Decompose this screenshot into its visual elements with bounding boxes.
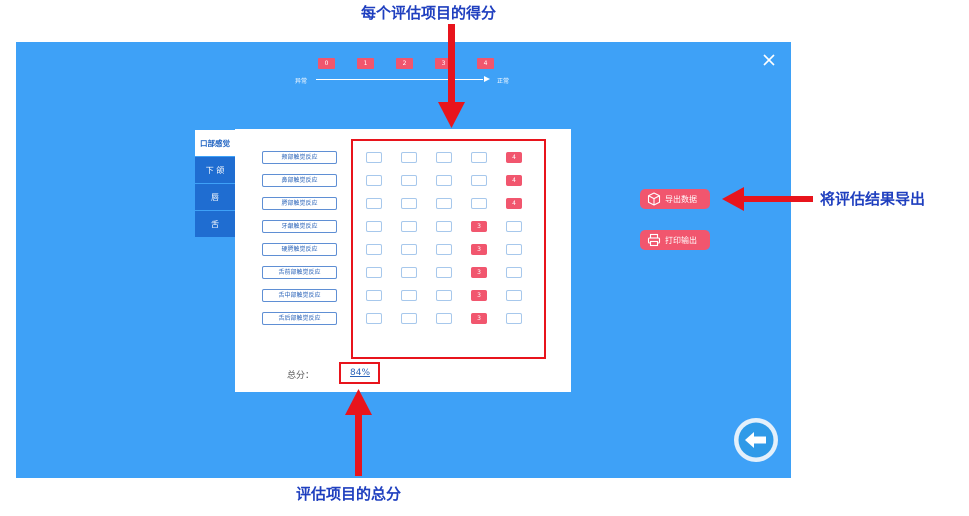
scale-badge-2: 2	[396, 58, 413, 69]
score-cell[interactable]	[401, 290, 417, 301]
score-cell-selected[interactable]: 3	[471, 267, 487, 278]
assessment-item-label[interactable]: 颊部触觉反应	[262, 151, 337, 164]
scale-badge-3: 3	[435, 58, 452, 69]
score-cell[interactable]	[401, 313, 417, 324]
score-cell[interactable]	[436, 198, 452, 209]
score-cell[interactable]	[506, 221, 522, 232]
annotation-top-label: 每个评估项目的得分	[361, 4, 497, 22]
tab-lips[interactable]: 唇	[195, 184, 235, 210]
score-cell[interactable]	[471, 175, 487, 186]
print-button-label: 打印输出	[665, 235, 697, 245]
score-cell[interactable]	[436, 175, 452, 186]
tab-tongue[interactable]: 舌	[195, 211, 235, 237]
scale-line	[316, 79, 483, 80]
score-cell[interactable]	[366, 198, 382, 209]
score-cell[interactable]	[366, 221, 382, 232]
score-cell[interactable]	[401, 198, 417, 209]
assessment-item-label[interactable]: 舌中部触觉反应	[262, 289, 337, 302]
scale-arrowhead	[484, 76, 490, 82]
score-cell-selected[interactable]: 4	[506, 175, 522, 186]
app-screen: 0 1 2 3 4 异常 正常 口部感觉 下 颌 唇 舌 颊部触觉反应 4 鼻部触觉…	[16, 42, 791, 478]
score-cell[interactable]	[436, 290, 452, 301]
assessment-panel: 颊部触觉反应 4 鼻部触觉反应 4 腭部触觉反应 4 牙龈触觉反应 3 硬腭触觉反应 3 舌前部触觉…	[235, 129, 571, 392]
score-cell-selected[interactable]: 4	[506, 152, 522, 163]
score-cell[interactable]	[366, 267, 382, 278]
score-cell-selected[interactable]: 3	[471, 313, 487, 324]
score-cell[interactable]	[366, 244, 382, 255]
tab-jaw[interactable]: 下 颌	[195, 157, 235, 183]
score-cell[interactable]	[506, 313, 522, 324]
score-cell[interactable]	[401, 221, 417, 232]
score-cell-selected[interactable]: 3	[471, 244, 487, 255]
scale-right-label: 正常	[497, 78, 510, 85]
back-arrow-icon[interactable]	[733, 417, 779, 463]
scores-highlight-box	[351, 139, 546, 359]
annotation-right-label: 将评估结果导出	[820, 190, 926, 208]
score-cell[interactable]	[401, 152, 417, 163]
score-cell[interactable]	[436, 221, 452, 232]
total-score-label: 总分：	[287, 371, 315, 381]
score-cell-selected[interactable]: 3	[471, 290, 487, 301]
scale-left-label: 异常	[295, 78, 308, 85]
scale-badge-4: 4	[477, 58, 494, 69]
score-cell[interactable]	[366, 290, 382, 301]
score-cell[interactable]	[401, 267, 417, 278]
score-cell[interactable]	[401, 244, 417, 255]
score-cell[interactable]	[506, 290, 522, 301]
scale-badge-0: 0	[318, 58, 335, 69]
score-cell[interactable]	[436, 152, 452, 163]
score-cell[interactable]	[436, 244, 452, 255]
export-button-label: 导出数据	[665, 194, 697, 204]
score-cell[interactable]	[401, 175, 417, 186]
assessment-item-label[interactable]: 鼻部触觉反应	[262, 174, 337, 187]
printer-icon	[647, 233, 661, 247]
assessment-item-label[interactable]: 硬腭触觉反应	[262, 243, 337, 256]
print-output-button[interactable]: 打印输出	[640, 230, 710, 250]
score-cell[interactable]	[506, 244, 522, 255]
score-cell[interactable]	[471, 198, 487, 209]
annotation-bottom-label: 评估项目的总分	[296, 485, 402, 503]
score-cell[interactable]	[506, 267, 522, 278]
score-cell-selected[interactable]: 3	[471, 221, 487, 232]
assessment-item-label[interactable]: 舌后部触觉反应	[262, 312, 337, 325]
export-data-button[interactable]: 导出数据	[640, 189, 710, 209]
assessment-item-label[interactable]: 牙龈触觉反应	[262, 220, 337, 233]
close-icon[interactable]	[761, 52, 777, 68]
score-cell[interactable]	[366, 152, 382, 163]
score-cell-selected[interactable]: 4	[506, 198, 522, 209]
box-export-icon	[647, 192, 661, 206]
score-cell[interactable]	[366, 313, 382, 324]
score-cell[interactable]	[366, 175, 382, 186]
assessment-item-label[interactable]: 腭部触觉反应	[262, 197, 337, 210]
total-highlight-box	[339, 362, 380, 384]
total-score-value[interactable]: 84%	[350, 368, 371, 378]
scale-badge-1: 1	[357, 58, 374, 69]
assessment-item-label[interactable]: 舌前部触觉反应	[262, 266, 337, 279]
score-cell[interactable]	[471, 152, 487, 163]
score-cell[interactable]	[436, 313, 452, 324]
tab-oral-sensation[interactable]: 口部感觉	[195, 130, 235, 156]
score-cell[interactable]	[436, 267, 452, 278]
category-tabs: 口部感觉 下 颌 唇 舌	[195, 130, 235, 238]
